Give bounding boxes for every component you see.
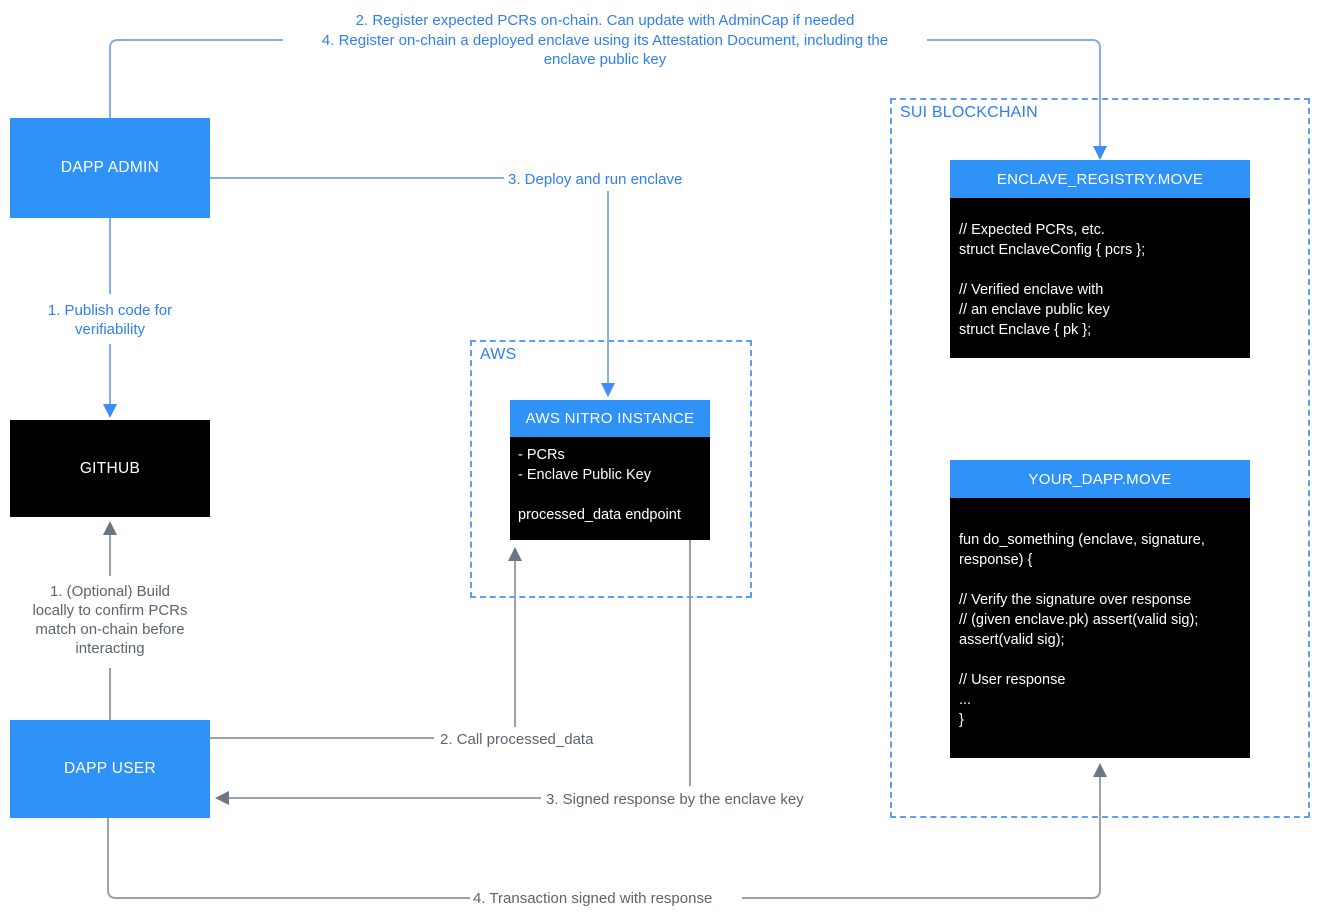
- node-dapp-admin: DAPP ADMIN: [10, 118, 210, 218]
- arrowhead-into-github: [103, 404, 117, 418]
- edge-label-register-pcrs: 2. Register expected PCRs on-chain. Can …: [355, 12, 855, 29]
- edge-label-optional-build: 1. (Optional) Build locally to confirm P…: [32, 583, 188, 657]
- arrowhead-into-your-dapp: [1093, 763, 1107, 777]
- sui-blockchain-group-label: SUI BLOCKCHAIN: [900, 104, 1038, 121]
- arrowhead-into-enclave-registry: [1093, 146, 1107, 160]
- edge-label-call-processed-data: 2. Call processed_data: [440, 731, 594, 748]
- edge-label-signed-response: 3. Signed response by the enclave key: [546, 791, 804, 808]
- node-dapp-user-label: DAPP USER: [64, 760, 156, 777]
- edge-transaction-left-segment: [107, 818, 470, 899]
- arrowhead-into-aws-nitro: [601, 383, 615, 397]
- gray-arrowheads: [103, 521, 1107, 805]
- node-your-dapp-move: YOUR_DAPP.MOVE fun do_something (enclave…: [950, 460, 1250, 758]
- node-enclave-registry-move: ENCLAVE_REGISTRY.MOVE // Expected PCRs, …: [950, 160, 1250, 358]
- your-dapp-body: fun do_something (enclave, signature, re…: [950, 498, 1250, 758]
- node-dapp-user: DAPP USER: [10, 720, 210, 818]
- edge-label-deploy-enclave: 3. Deploy and run enclave: [508, 171, 683, 188]
- node-aws-nitro-instance: AWS NITRO INSTANCE - PCRs - Enclave Publ…: [510, 400, 710, 540]
- edge-register-left-segment: [109, 39, 283, 118]
- edge-label-register-enclave: 4. Register on-chain a deployed enclave …: [321, 32, 889, 68]
- aws-group-label: AWS: [480, 346, 517, 363]
- aws-group-container: AWS: [470, 340, 752, 598]
- blue-connectors: [109, 39, 1101, 404]
- your-dapp-title: YOUR_DAPP.MOVE: [950, 460, 1250, 498]
- node-github-label: GITHUB: [79, 459, 141, 477]
- node-github: GITHUB: [10, 420, 210, 517]
- edge-label-publish-code: 1. Publish code for verifiability: [47, 302, 173, 338]
- arrowhead-into-aws-nitro-bottom: [508, 547, 522, 561]
- arrowhead-into-dapp-user: [215, 791, 229, 805]
- arrowhead-into-github-bottom: [103, 521, 117, 535]
- edge-label-transaction-signed: 4. Transaction signed with response: [473, 890, 713, 907]
- node-dapp-admin-label: DAPP ADMIN: [60, 159, 160, 176]
- edge-transaction-right-segment: [742, 777, 1101, 899]
- blue-arrowheads: [103, 146, 1107, 418]
- gray-connectors: [107, 535, 1101, 899]
- edge-register-right-segment: [927, 39, 1101, 146]
- aws-nitro-instance-body: - PCRs - Enclave Public Key processed_da…: [510, 437, 710, 540]
- aws-nitro-instance-title: AWS NITRO INSTANCE: [510, 400, 710, 437]
- enclave-registry-title: ENCLAVE_REGISTRY.MOVE: [950, 160, 1250, 198]
- enclave-registry-body: // Expected PCRs, etc. struct EnclaveCon…: [950, 198, 1250, 358]
